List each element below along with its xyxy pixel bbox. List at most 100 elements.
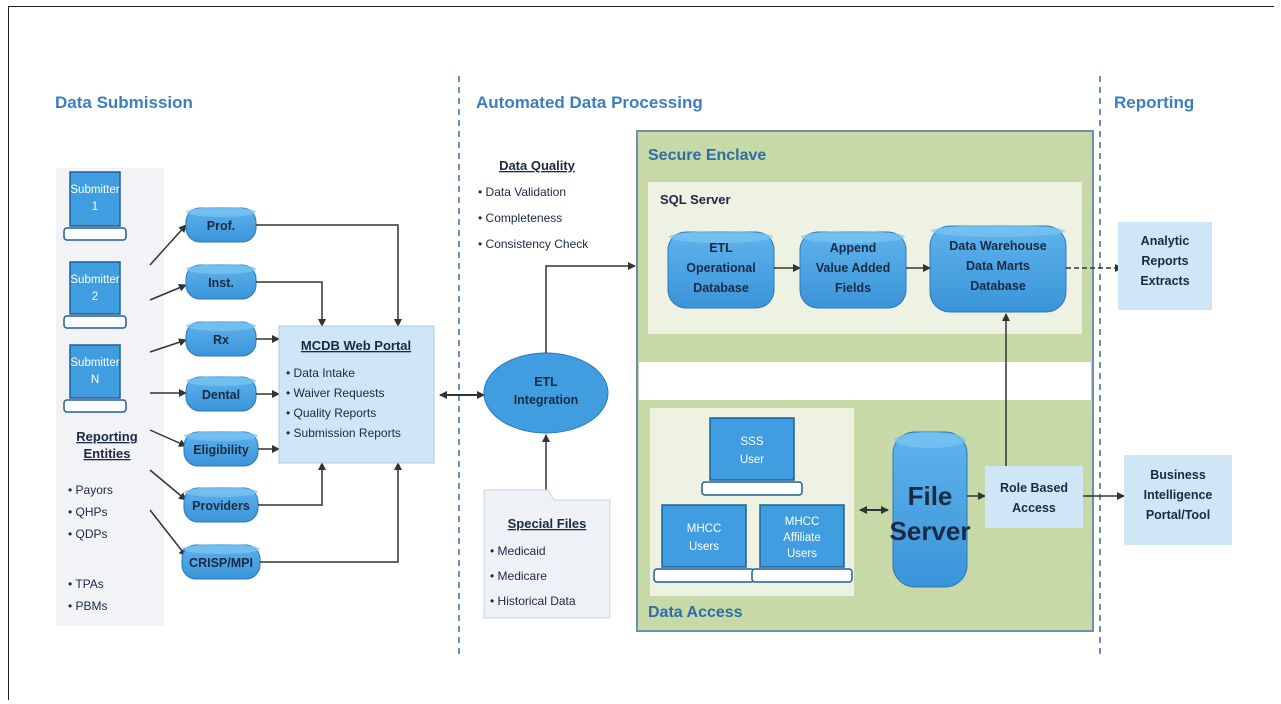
data-quality-item: • Data Validation — [478, 185, 566, 199]
node-label: Database — [693, 281, 749, 295]
node-label: Server — [890, 516, 971, 546]
node-label: Append — [830, 241, 877, 255]
file-type-dental: Dental — [185, 376, 257, 412]
file-type-inst: Inst. — [185, 264, 257, 300]
node-label: Access — [1012, 501, 1056, 515]
node-label: File — [908, 481, 953, 511]
node-label: Database — [970, 279, 1026, 293]
reporting-entities-title-1: Reporting — [76, 429, 137, 444]
portal-item: • Data Intake — [286, 366, 355, 380]
portal-item: • Submission Reports — [286, 426, 401, 440]
entity-qhps: • QHPs — [68, 505, 108, 519]
submitter-1: Submitter 1 — [63, 171, 127, 241]
file-type-eligibility: Eligibility — [183, 431, 259, 467]
portal-title: MCDB Web Portal — [301, 338, 411, 353]
data-quality: Data Quality • Data Validation • Complet… — [478, 158, 589, 251]
file-type-label: Dental — [202, 388, 240, 402]
etl-operational-database: ETL Operational Database — [667, 231, 775, 309]
special-file-item: • Historical Data — [490, 594, 576, 608]
submitter-n: Submitter N — [63, 344, 127, 413]
keyboard-icon — [751, 568, 853, 583]
etl-integration: ETL Integration — [483, 352, 609, 434]
submitter-label: Submitter — [70, 357, 119, 369]
append-value-added-fields: Append Value Added Fields — [799, 231, 907, 309]
keyboard-icon — [63, 399, 127, 413]
file-type-providers: Providers — [183, 487, 259, 523]
keyboard-icon — [701, 481, 803, 496]
etl-integration-label: Integration — [514, 393, 579, 407]
mhcc-users: MHCC Users — [653, 504, 755, 583]
node-label: Portal/Tool — [1146, 508, 1210, 522]
entity-qdps: • QDPs — [68, 527, 108, 541]
data-access-title: Data Access — [648, 604, 743, 621]
file-type-label: Eligibility — [193, 443, 249, 457]
file-type-prof: Prof. — [185, 207, 257, 243]
node-label: ETL — [709, 241, 733, 255]
node-label: Reports — [1141, 254, 1188, 268]
submitter-number: 1 — [92, 201, 98, 213]
entity-payors: • Payors — [68, 483, 113, 497]
monitor-icon — [69, 344, 121, 399]
section-title-processing: Automated Data Processing — [476, 93, 703, 112]
data-warehouse-database: Data Warehouse Data Marts Database — [929, 225, 1067, 313]
data-quality-item: • Consistency Check — [478, 237, 589, 251]
analytic-reports-extracts: Analytic Reports Extracts — [1118, 222, 1212, 310]
file-type-label: Prof. — [207, 219, 235, 233]
role-based-access: Role Based Access — [985, 466, 1083, 528]
node-label: Analytic — [1141, 234, 1190, 248]
monitor-icon — [759, 504, 845, 568]
special-files: Special Files • Medicaid • Medicare • Hi… — [483, 489, 611, 619]
node-label: Data Warehouse — [949, 239, 1047, 253]
file-type-rx: Rx — [185, 321, 257, 357]
file-type-label: Rx — [213, 333, 229, 347]
etl-integration-label: ETL — [534, 375, 558, 389]
monitor-icon — [661, 504, 747, 568]
file-type-label: Providers — [192, 499, 250, 513]
section-title-submission: Data Submission — [55, 93, 193, 112]
node-label: Role Based — [1000, 481, 1068, 495]
node-label: Data Marts — [966, 259, 1030, 273]
entity-pbms: • PBMs — [68, 599, 108, 613]
sss-user: SSS User — [701, 417, 803, 496]
node-label: Business — [1150, 468, 1206, 482]
diagram-frame — [8, 6, 1274, 700]
portal-item: • Waiver Requests — [286, 386, 384, 400]
entity-tpas: • TPAs — [68, 577, 104, 591]
submitter-number: 2 — [92, 291, 98, 303]
node-label: Operational — [686, 261, 755, 275]
portal-item: • Quality Reports — [286, 406, 376, 420]
monitor-icon — [69, 261, 121, 315]
file-type-label: CRISP/MPI — [189, 556, 253, 570]
node-label: Value Added — [816, 261, 891, 275]
file-type-crisp-mpi: CRISP/MPI — [181, 544, 261, 580]
special-files-title: Special Files — [508, 516, 587, 531]
keyboard-icon — [653, 568, 755, 583]
node-label: Fields — [835, 281, 871, 295]
node-label: Users — [787, 548, 817, 560]
mcdb-web-portal: MCDB Web Portal • Data Intake • Waiver R… — [278, 325, 435, 464]
sql-server-title: SQL Server — [660, 192, 731, 207]
node-label: Users — [689, 541, 719, 553]
secure-enclave-title: Secure Enclave — [648, 147, 766, 164]
node-label: SSS — [740, 436, 763, 448]
file-server: File Server — [890, 431, 971, 588]
section-title-reporting: Reporting — [1114, 93, 1194, 112]
mhcc-affiliate-users: MHCC Affiliate Users — [751, 504, 853, 583]
data-quality-title: Data Quality — [499, 158, 576, 173]
keyboard-icon — [63, 315, 127, 329]
node-label: Affiliate — [783, 532, 821, 544]
data-quality-item: • Completeness — [478, 211, 562, 225]
node-label: MHCC — [785, 516, 820, 528]
special-file-item: • Medicaid — [490, 544, 546, 558]
node-label: Extracts — [1140, 274, 1189, 288]
node-label: MHCC — [687, 523, 722, 535]
special-file-item: • Medicare — [490, 569, 547, 583]
file-type-label: Inst. — [208, 276, 234, 290]
submitter-number: N — [91, 374, 99, 386]
keyboard-icon — [63, 227, 127, 241]
enclave-separator — [639, 362, 1091, 400]
node-label: User — [740, 454, 764, 466]
monitor-icon — [709, 417, 795, 481]
business-intelligence-portal: Business Intelligence Portal/Tool — [1124, 455, 1232, 545]
